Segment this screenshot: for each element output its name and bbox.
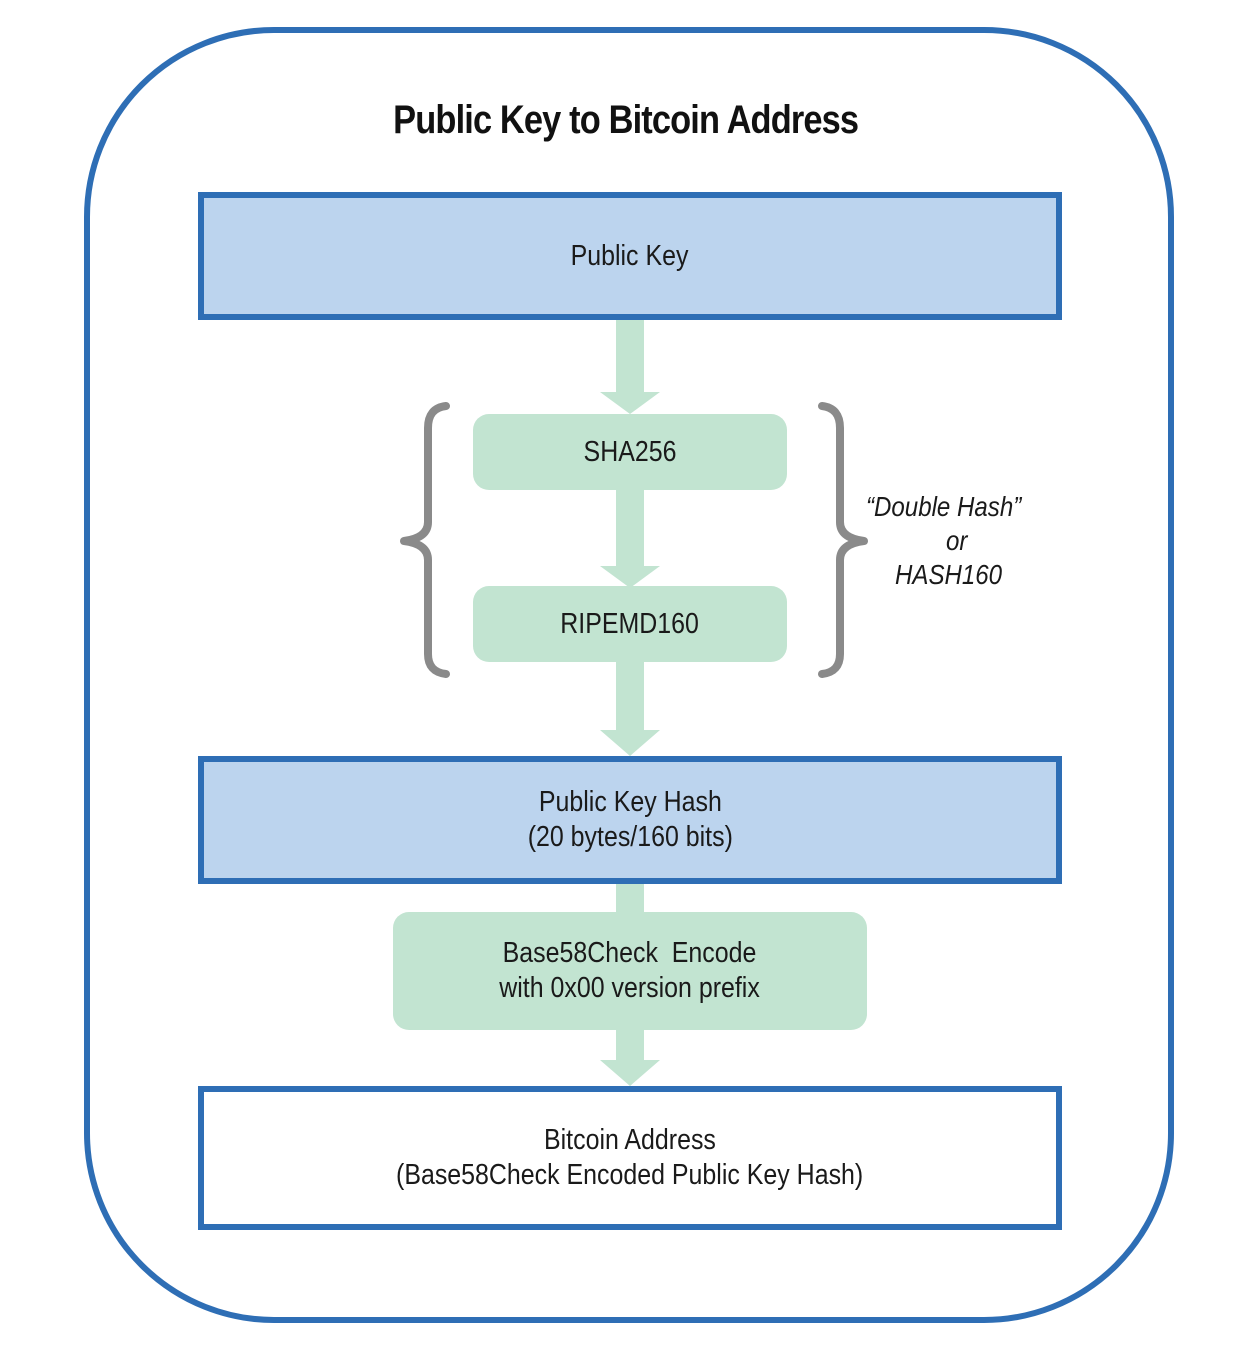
public-key-label: Public Key xyxy=(571,239,689,272)
public-key-hash-box: Public Key Hash (20 bytes/160 bits) xyxy=(198,756,1062,884)
arrow-publickey-to-sha256 xyxy=(600,318,660,414)
double-hash-line: “Double Hash” xyxy=(866,491,1022,522)
arrow-sha256-to-ripemd160 xyxy=(600,490,660,588)
bitcoin-address-box: Bitcoin Address (Base58Check Encoded Pub… xyxy=(198,1086,1062,1230)
left-brace xyxy=(400,402,450,678)
arrow-hash-to-base58 xyxy=(616,882,644,912)
public-key-box: Public Key xyxy=(198,192,1062,320)
sha256-label: SHA256 xyxy=(583,435,677,468)
base58check-prefix: with 0x00 version prefix xyxy=(499,972,761,1004)
double-hash-note: “Double Hash” or HASH160 xyxy=(866,490,1036,594)
base58check-label: Base58Check Encode xyxy=(503,937,757,969)
hash160-line: HASH160 xyxy=(895,559,1003,590)
arrow-ripemd160-to-hash xyxy=(600,662,660,756)
sha256-box: SHA256 xyxy=(473,414,787,490)
diagram-title: Public Key to Bitcoin Address xyxy=(393,98,859,142)
bitcoin-address-description: (Base58Check Encoded Public Key Hash) xyxy=(396,1159,864,1191)
ripemd160-label: RIPEMD160 xyxy=(560,607,700,640)
arrow-base58-to-address xyxy=(600,1030,660,1086)
bitcoin-address-label: Bitcoin Address xyxy=(544,1124,716,1156)
right-brace xyxy=(818,402,868,678)
public-key-hash-size: (20 bytes/160 bits) xyxy=(527,821,733,853)
base58check-box: Base58Check Encode with 0x00 version pre… xyxy=(393,912,867,1030)
or-line: or xyxy=(946,525,968,556)
public-key-hash-label: Public Key Hash xyxy=(538,786,722,818)
ripemd160-box: RIPEMD160 xyxy=(473,586,787,662)
